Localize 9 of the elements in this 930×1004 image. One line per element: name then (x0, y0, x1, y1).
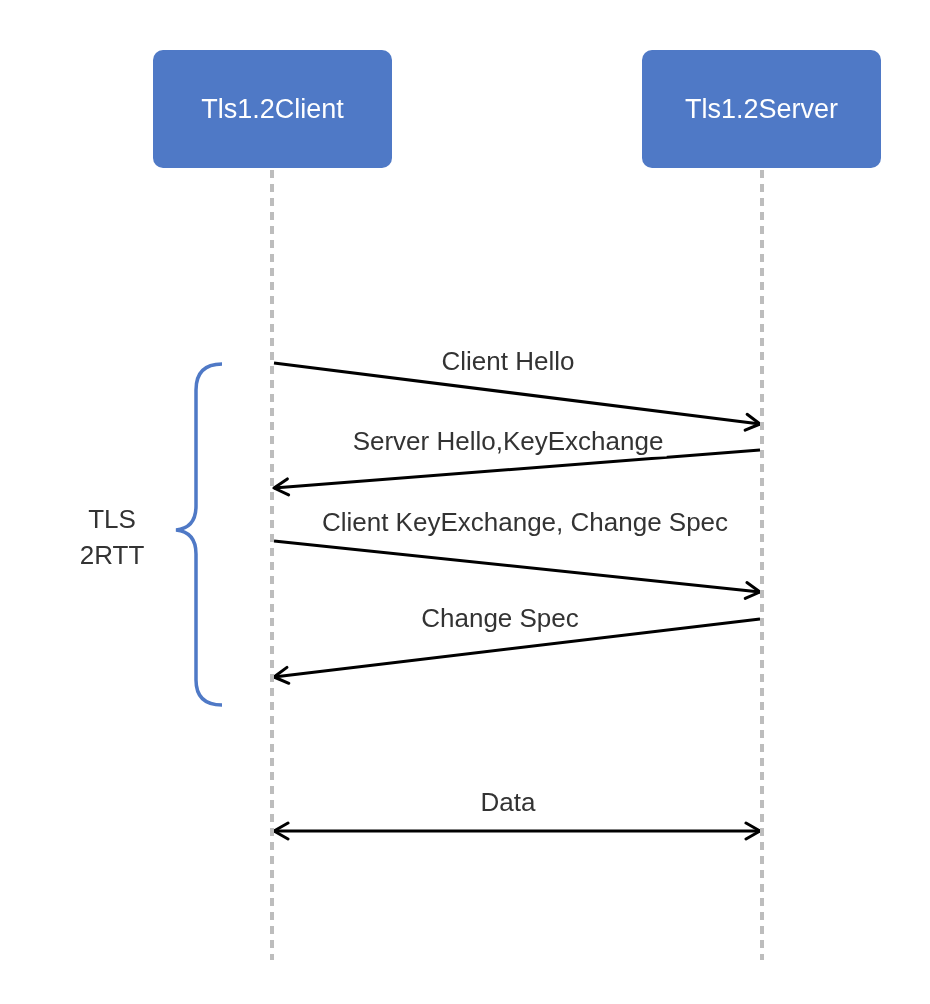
message-arrow (272, 448, 761, 497)
message-arrow (272, 821, 762, 841)
message-arrow (272, 617, 761, 685)
lifeline (760, 170, 764, 960)
message-arrow (273, 539, 762, 600)
participant-box: Tls1.2Client (153, 50, 392, 168)
lifeline (270, 170, 274, 960)
message-arrow (273, 361, 762, 432)
participant-box: Tls1.2Server (642, 50, 881, 168)
